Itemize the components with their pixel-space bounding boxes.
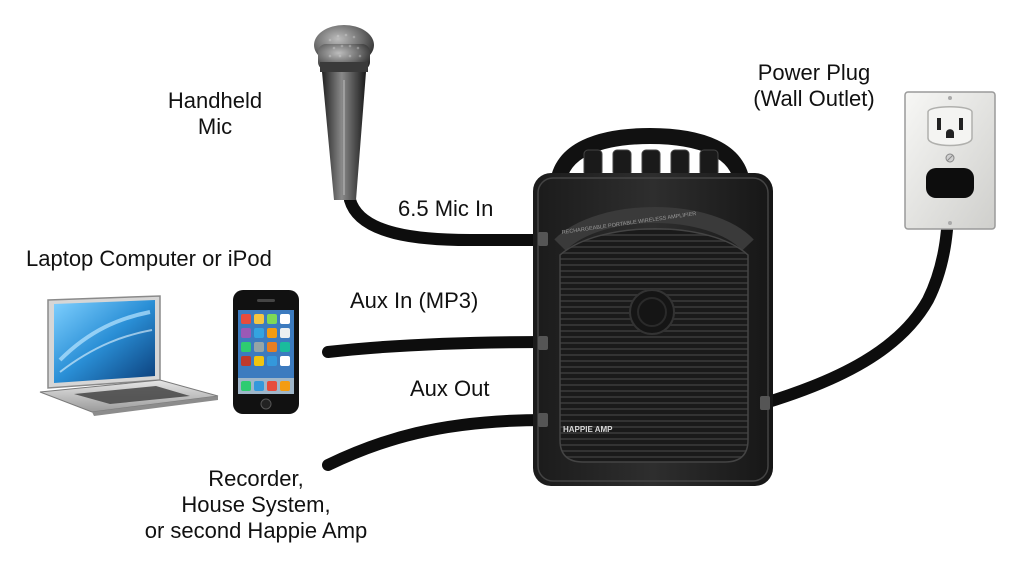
aux-out-cable xyxy=(322,414,551,471)
label-laptop: Laptop Computer or iPod xyxy=(26,246,272,271)
label-handheld-mic-line1: Handheld xyxy=(167,88,263,113)
label-aux-in: Aux In (MP3) xyxy=(350,288,479,313)
laptop-icon xyxy=(39,295,219,416)
label-recorder-line1: Recorder, xyxy=(208,466,304,491)
label-power-plug: Power Plug (Wall Outlet) xyxy=(728,60,900,112)
label-mic-in: 6.5 Mic In xyxy=(398,196,494,221)
label-handheld-mic: Handheld Mic xyxy=(150,88,280,140)
label-recorder-line2: House System, xyxy=(181,492,331,517)
amplifier-icon xyxy=(533,127,773,486)
label-aux-out: Aux Out xyxy=(410,376,490,401)
iphone-icon xyxy=(233,290,299,414)
label-recorder-line3: or second Happie Amp xyxy=(144,518,368,543)
label-recorder: Recorder, House System, or second Happie… xyxy=(88,466,424,544)
aux-in-cable xyxy=(322,336,551,358)
mic-cable xyxy=(344,194,551,246)
amp-brand-text: HAPPIE AMP xyxy=(563,425,613,434)
label-power-plug-line2: (Wall Outlet) xyxy=(753,86,875,111)
wall-outlet-icon xyxy=(904,91,996,230)
label-power-plug-line1: Power Plug xyxy=(757,60,871,85)
iphone-app-grid xyxy=(238,314,294,394)
microphone-icon xyxy=(314,25,374,200)
label-handheld-mic-line2: Mic xyxy=(197,114,233,139)
